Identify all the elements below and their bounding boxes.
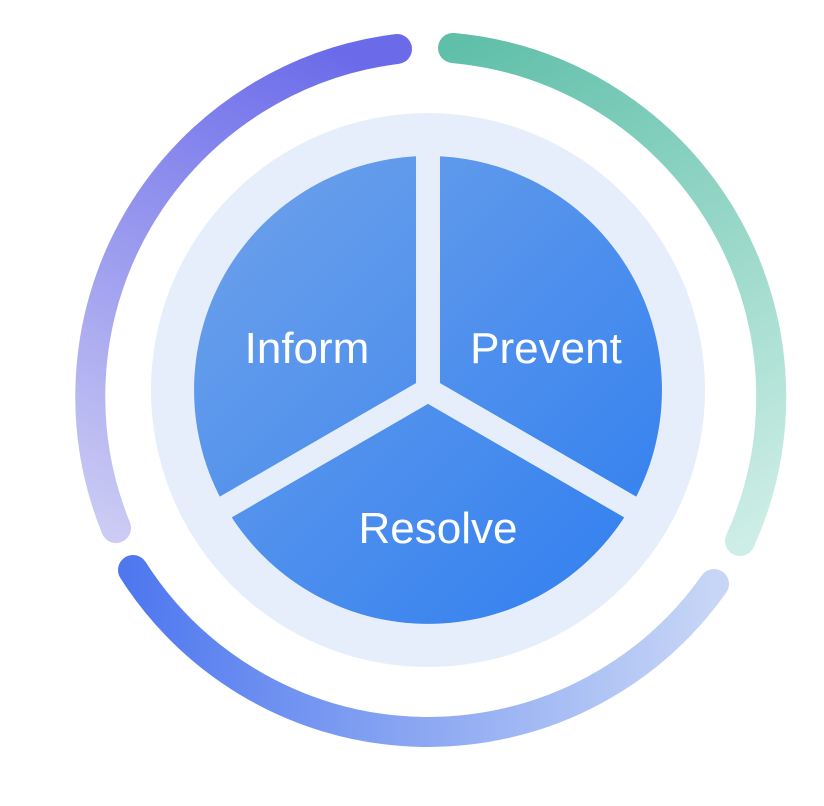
outer-ring-arc-left	[75, 34, 412, 543]
segment-resolve	[225, 390, 631, 624]
outer-ring-arc-right	[438, 33, 787, 556]
segment-label-prevent: Prevent	[470, 324, 622, 373]
segment-label-resolve: Resolve	[359, 504, 518, 553]
segment-label-inform: Inform	[245, 324, 370, 373]
outer-ring-arc-bottom	[118, 555, 729, 747]
segment-dividers	[205, 140, 651, 526]
